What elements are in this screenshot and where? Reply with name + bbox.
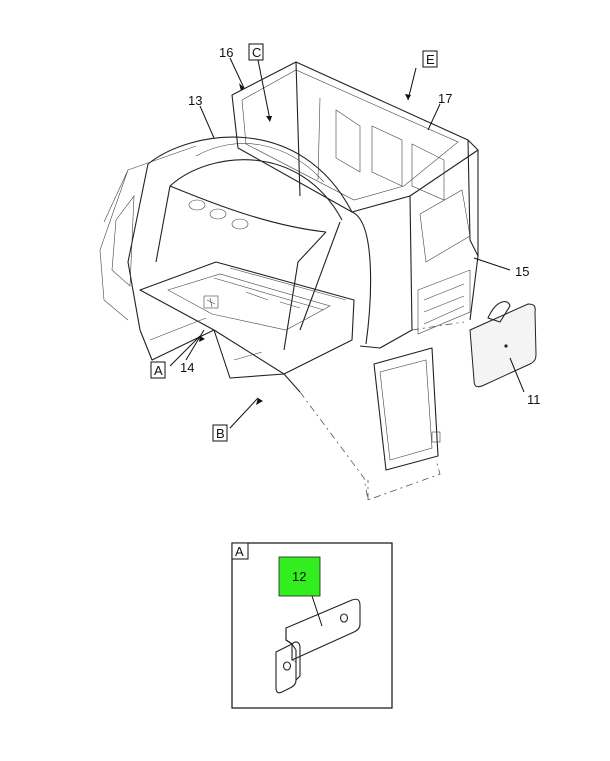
cab-illustration — [99, 61, 537, 501]
callout-15: 15 — [515, 264, 529, 279]
callout-e: E — [426, 52, 435, 67]
callout-c: C — [252, 45, 261, 60]
callout-box-b — [212, 424, 228, 442]
detail-label: A — [235, 544, 244, 559]
part-12-label: 12 — [292, 569, 306, 584]
callout-box-e — [422, 50, 438, 68]
callouts: 16 C E 17 13 15 A 14 11 B — [150, 43, 541, 442]
bracket-part — [275, 598, 361, 694]
callout-17: 17 — [438, 91, 452, 106]
callout-box-c — [248, 43, 264, 61]
leader-lines — [169, 57, 525, 429]
callout-16: 16 — [219, 45, 233, 60]
detail-a-panel: A 12 — [231, 542, 393, 709]
part-12-highlight — [278, 556, 321, 597]
callout-b: B — [216, 426, 225, 441]
detail-label-box — [231, 542, 249, 560]
callout-box-a — [150, 361, 166, 379]
callout-14: 14 — [180, 360, 194, 375]
callout-11: 11 — [527, 392, 541, 407]
callout-a: A — [154, 363, 163, 378]
callout-13: 13 — [188, 93, 202, 108]
